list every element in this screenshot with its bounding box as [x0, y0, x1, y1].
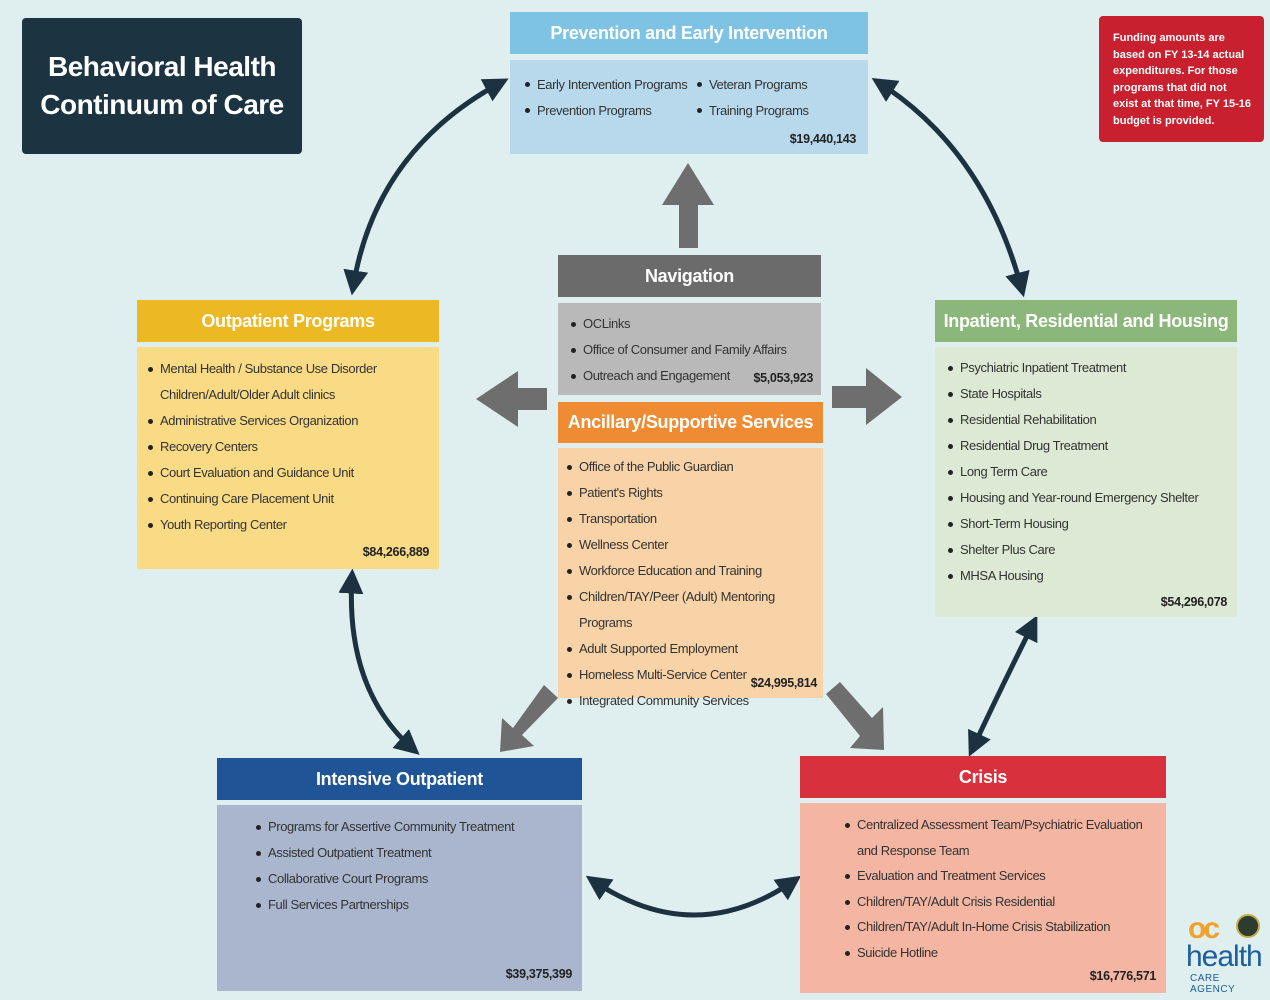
outpatient-amount: $84,266,889	[362, 545, 430, 559]
prevention-body: Early Intervention Programs Veteran Prog…	[510, 60, 868, 154]
ancillary-body: Office of the Public Guardian Patient's …	[558, 448, 823, 708]
inpatient-list: Psychiatric Inpatient Treatment State Ho…	[947, 355, 1229, 589]
list-item: Full Services Partnerships	[255, 892, 572, 918]
list-item: Residential Rehabilitation	[947, 407, 1229, 433]
list-item: Wellness Center	[566, 532, 817, 558]
list-item: Early Intervention Programs	[524, 73, 696, 96]
title-line-2: Continuum of Care	[40, 89, 284, 120]
funding-note: Funding amounts are based on FY 13-14 ac…	[1099, 16, 1264, 142]
list-item: Continuing Care Placement Unit	[147, 486, 429, 512]
outpatient-body: Mental Health / Substance Use Disorder C…	[137, 347, 439, 569]
list-item: Office of Consumer and Family Affairs	[570, 337, 811, 363]
list-item: Psychiatric Inpatient Treatment	[947, 355, 1229, 381]
block-arrow-down-left	[500, 685, 558, 752]
list-item: Youth Reporting Center	[147, 512, 429, 538]
crisis-body: Centralized Assessment Team/Psychiatric …	[800, 803, 1166, 993]
list-item: Court Evaluation and Guidance Unit	[147, 460, 429, 486]
county-seal-icon	[1236, 914, 1260, 938]
inpatient-amount: $54,296,078	[1160, 595, 1228, 609]
diagram-title: Behavioral Health Continuum of Care	[22, 18, 302, 154]
list-item: Prevention Programs	[524, 99, 696, 122]
list-item: Evaluation and Treatment Services	[844, 863, 1156, 889]
title-line-1: Behavioral Health	[47, 51, 277, 82]
navigation-amount: $5,053,923	[753, 371, 813, 385]
list-item: Homeless Multi-Service Center	[566, 662, 817, 688]
logo-wordmark: health	[1186, 940, 1263, 973]
outpatient-header: Outpatient Programs	[137, 300, 439, 342]
block-arrow-left	[476, 371, 547, 427]
list-item: Transportation	[566, 506, 817, 532]
inpatient-box: Inpatient, Residential and Housing Psych…	[935, 300, 1237, 617]
prevention-amount: $19,440,143	[789, 132, 857, 146]
list-item: Office of the Public Guardian	[566, 454, 817, 480]
crisis-box: Crisis Centralized Assessment Team/Psych…	[800, 756, 1166, 993]
cycle-arrow-prevention-outpatient	[343, 78, 509, 296]
list-item: MHSA Housing	[947, 563, 1229, 589]
list-item: Long Term Care	[947, 459, 1229, 485]
list-item: Suicide Hotline	[844, 940, 1156, 966]
list-item: Adult Supported Employment	[566, 636, 817, 662]
inpatient-header: Inpatient, Residential and Housing	[935, 300, 1237, 342]
list-item: Housing and Year-round Emergency Shelter	[947, 485, 1229, 511]
list-item: Centralized Assessment Team/Psychiatric …	[844, 812, 1156, 863]
cycle-arrow-outpatient-intensive	[338, 568, 420, 755]
ancillary-amount: $24,995,814	[750, 676, 818, 690]
prevention-header: Prevention and Early Intervention	[510, 12, 868, 54]
navigation-list: OCLinks Office of Consumer and Family Af…	[570, 311, 811, 389]
list-item: Outreach and Engagement	[570, 363, 811, 389]
logo-subtitle: CARE AGENCY	[1190, 973, 1236, 995]
crisis-header: Crisis	[800, 756, 1166, 798]
prevention-box: Prevention and Early Intervention Early …	[510, 12, 868, 154]
intensive-header: Intensive Outpatient	[217, 758, 582, 800]
oc-health-care-agency-logo: oc health CARE AGENCY	[1180, 912, 1264, 996]
prevention-list: Early Intervention Programs Veteran Prog…	[524, 73, 856, 122]
logo-mark: oc	[1188, 912, 1220, 945]
intensive-list: Programs for Assertive Community Treatme…	[255, 814, 572, 918]
intensive-amount: $39,375,399	[505, 967, 573, 981]
list-item: OCLinks	[570, 311, 811, 337]
crisis-amount: $16,776,571	[1089, 969, 1157, 983]
ancillary-list: Office of the Public Guardian Patient's …	[566, 454, 817, 714]
navigation-body: OCLinks Office of Consumer and Family Af…	[558, 303, 821, 395]
inpatient-body: Psychiatric Inpatient Treatment State Ho…	[935, 347, 1237, 617]
list-item: Collaborative Court Programs	[255, 866, 572, 892]
list-item: Integrated Community Services	[566, 688, 817, 714]
list-item: Children/TAY/Adult In-Home Crisis Stabil…	[844, 914, 1156, 940]
block-arrow-down-right	[826, 682, 884, 750]
list-item: Shelter Plus Care	[947, 537, 1229, 563]
outpatient-box: Outpatient Programs Mental Health / Subs…	[137, 300, 439, 569]
crisis-list: Centralized Assessment Team/Psychiatric …	[844, 812, 1156, 965]
intensive-body: Programs for Assertive Community Treatme…	[217, 805, 582, 991]
list-item: Veteran Programs	[696, 73, 846, 96]
list-item: Mental Health / Substance Use Disorder C…	[147, 356, 429, 408]
cycle-arrow-inpatient-crisis	[968, 615, 1038, 757]
list-item: Children/TAY/Adult Crisis Residential	[844, 889, 1156, 915]
list-item: Assisted Outpatient Treatment	[255, 840, 572, 866]
list-item: Residential Drug Treatment	[947, 433, 1229, 459]
navigation-box: Navigation OCLinks Office of Consumer an…	[558, 255, 821, 395]
cycle-arrow-intensive-crisis	[585, 875, 802, 918]
list-item: Short-Term Housing	[947, 511, 1229, 537]
list-item: Workforce Education and Training	[566, 558, 817, 584]
list-item: Programs for Assertive Community Treatme…	[255, 814, 572, 840]
block-arrow-right	[832, 368, 902, 425]
navigation-header: Navigation	[558, 255, 821, 297]
ancillary-header: Ancillary/Supportive Services	[558, 402, 823, 443]
list-item: State Hospitals	[947, 381, 1229, 407]
list-item: Recovery Centers	[147, 434, 429, 460]
ancillary-box: Ancillary/Supportive Services Office of …	[558, 402, 823, 708]
list-item: Training Programs	[696, 99, 846, 122]
block-arrow-up	[662, 163, 714, 248]
outpatient-list: Mental Health / Substance Use Disorder C…	[147, 356, 429, 538]
list-item: Children/TAY/Peer (Adult) Mentoring Prog…	[566, 584, 817, 636]
list-item: Administrative Services Organization	[147, 408, 429, 434]
cycle-arrow-prevention-inpatient	[871, 77, 1030, 298]
intensive-outpatient-box: Intensive Outpatient Programs for Assert…	[217, 758, 582, 991]
list-item: Patient's Rights	[566, 480, 817, 506]
